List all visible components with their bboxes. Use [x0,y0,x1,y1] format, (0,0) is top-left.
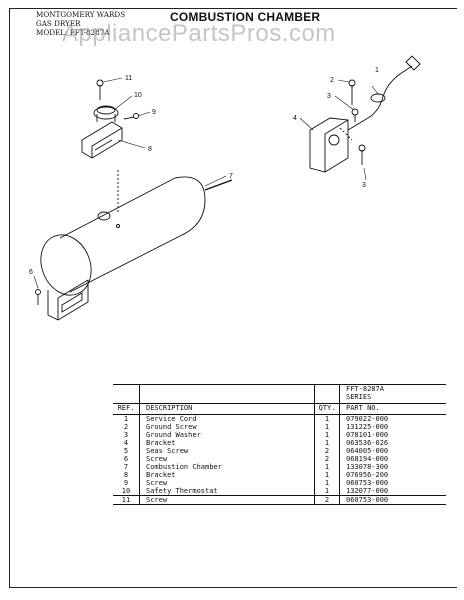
watermark: AppliancePartsPros.com [62,20,336,47]
series-model: FFT-8287A [346,385,384,393]
col-header-qty: QTY. [314,403,340,415]
column-header-row: REF. DESCRIPTION QTY. PART NO. [113,403,446,415]
service-cord-assembly-drawing [309,55,421,173]
col-header-description: DESCRIPTION [139,403,315,415]
callout-1: 1 [375,67,379,74]
callout-2: 2 [330,77,334,84]
series-sub: SERIES [346,393,372,401]
product-label: GAS DRYER [36,19,81,28]
model-label: MODEL: [36,28,68,37]
callout-7: 7 [229,173,233,180]
screw-6-drawing [35,289,41,305]
callout-9: 9 [152,109,156,116]
callout-leaders [33,77,379,289]
callout-8: 8 [148,146,152,153]
col-header-part-no: PART NO. [339,403,446,415]
brand-label: MONTGOMERY WARDS [36,10,126,19]
callout-10: 10 [134,92,142,99]
exploded-view-diagram: 11 10 9 8 7 6 2 3 4 1 3 [29,55,421,321]
callout-6: 6 [29,269,33,276]
model-value: FFT-8287A [69,28,110,37]
callout-3-top: 3 [327,93,331,100]
page-title: COMBUSTION CHAMBER [170,10,321,24]
combustion-chamber-drawing [40,170,233,321]
callout-3-bottom: 3 [362,182,366,189]
series-header-row: FFT-8287A SERIES [113,384,446,404]
page-frame-top [9,8,457,9]
page-frame-bottom [9,587,457,588]
thermostat-assembly-drawing [81,79,139,159]
model-header: MONTGOMERY WARDS GAS DRYER MODEL: FFT-82… [36,10,125,37]
callout-11: 11 [125,75,132,82]
callout-4: 4 [293,115,297,122]
model-line: MODEL: FFT-8287A [36,28,125,37]
page-frame-left [9,8,10,588]
col-header-ref: REF. [113,403,140,415]
parts-list-table: FFT-8287A SERIES REF. DESCRIPTION QTY. P… [113,384,446,505]
series-cell: FFT-8287A SERIES [339,384,446,404]
